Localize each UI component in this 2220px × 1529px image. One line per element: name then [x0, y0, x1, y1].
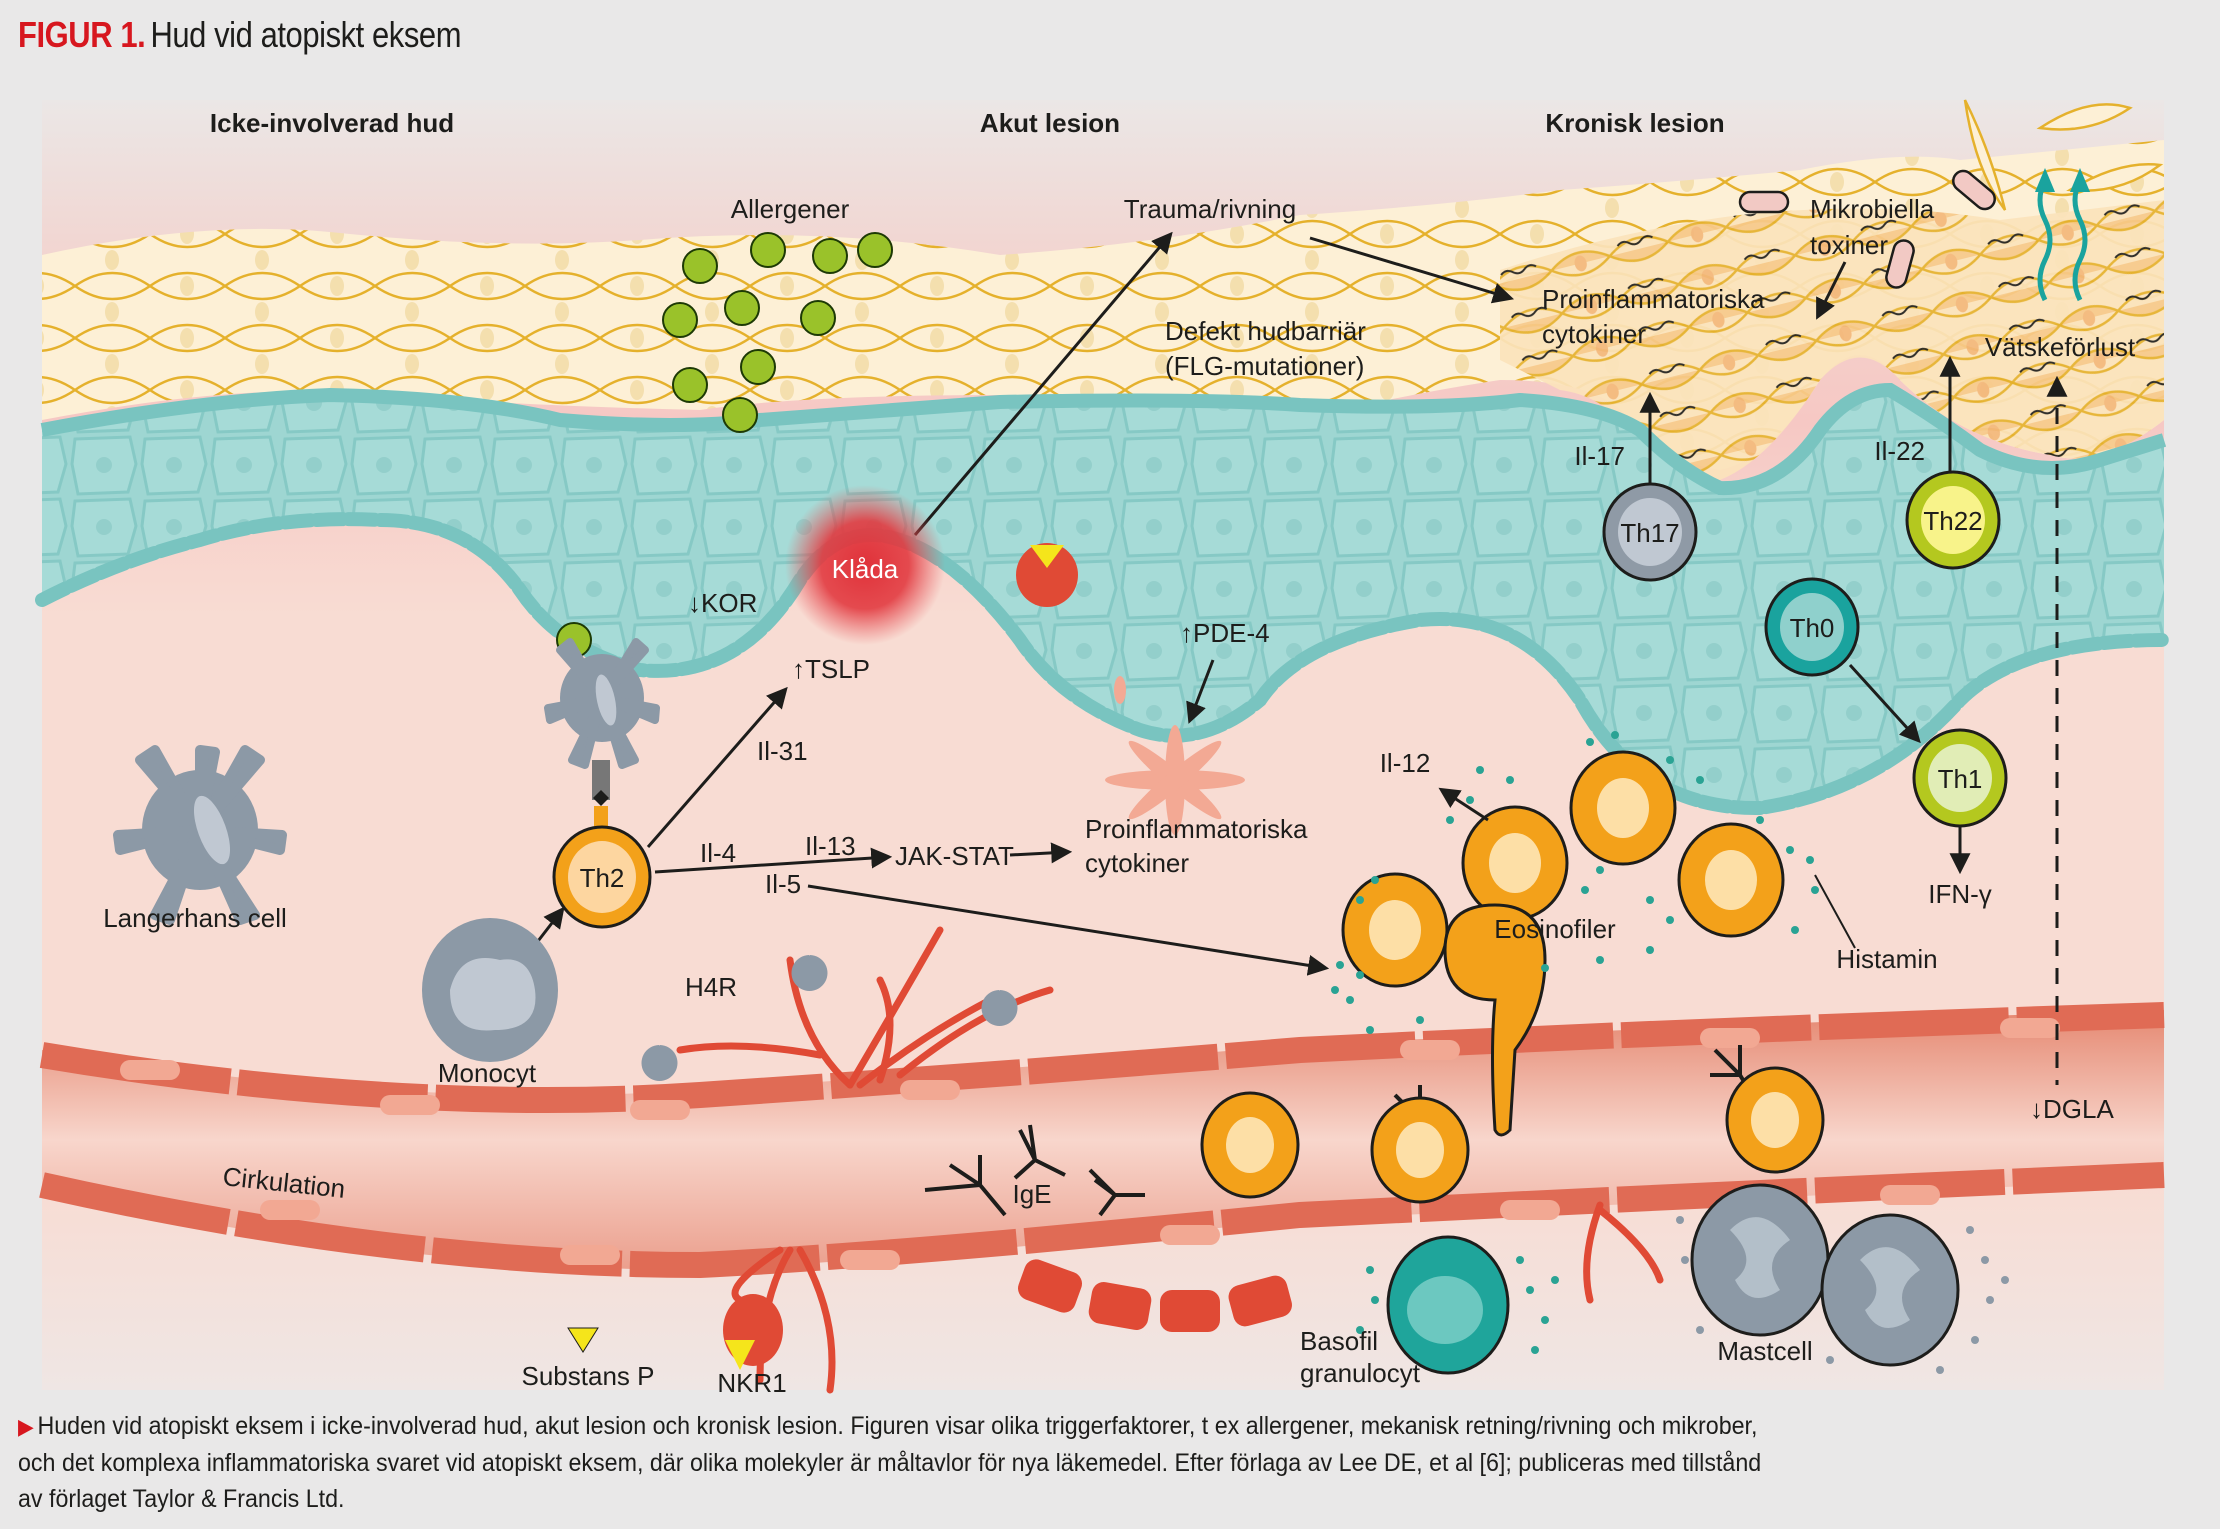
label-ifn-gamma: IFN-γ	[1928, 879, 1992, 909]
th1-cell: Th1	[1912, 728, 2008, 828]
arrow-itch-to-trauma	[913, 231, 1173, 536]
epidermis-top-border	[40, 382, 2167, 496]
label-monocyte: Monocyt	[438, 1058, 537, 1088]
h4r-receptors	[641, 955, 1018, 1081]
red-blood-cells	[1018, 1259, 1292, 1332]
label-microbial-2: toxiner	[1810, 230, 1888, 260]
arrow-monocyte-th2	[533, 906, 565, 946]
th0-cell: Th0	[1764, 577, 1860, 677]
nkr1-receptor-epidermis	[1016, 543, 1078, 607]
arrow-th2-tslp	[646, 686, 788, 848]
label-kor: ↓KOR	[688, 588, 757, 618]
chronic-thickened-corneum	[1500, 200, 2164, 480]
nkr1-receptor	[723, 1294, 783, 1370]
eosinophil-nuclei	[1226, 778, 1799, 1178]
label-dgla: ↓DGLA	[2030, 1094, 2114, 1124]
label-trauma: Trauma/rivning	[1124, 194, 1296, 224]
label-il4: Il-4	[700, 838, 736, 868]
section-uninvolved: Icke-involverad hud	[210, 108, 454, 138]
cytokine-splash	[1105, 676, 1245, 835]
label-proinfl-mid-2: cytokiner	[1085, 848, 1189, 878]
label-ige: IgE	[1012, 1179, 1051, 1209]
langerhans-cell	[113, 745, 287, 925]
label-allergens: Allergener	[731, 194, 850, 224]
arrow-th0-th1	[1848, 663, 1921, 744]
microbe-icons	[1738, 169, 1996, 289]
caption-line-2: och det komplexa inflammatoriska svaret …	[18, 1449, 1762, 1477]
label-substance-p: Substans P	[522, 1361, 655, 1391]
label-basophil-1: Basofil	[1300, 1326, 1378, 1356]
label-langerhans: Langerhans cell	[103, 903, 287, 933]
section-acute: Akut lesion	[980, 108, 1120, 138]
arrow-toxins	[1816, 261, 1847, 320]
itch-glow	[785, 485, 945, 645]
basophil-granules	[1356, 1256, 1559, 1354]
label-microbial-1: Mikrobiella	[1810, 194, 1935, 224]
caption-marker-icon: ▶	[18, 1414, 34, 1439]
label-il12: Il-12	[1380, 748, 1431, 778]
figure-caption: ▶Huden vid atopiskt eksem i icke-involve…	[18, 1408, 2055, 1517]
label-il13: Il-13	[805, 831, 856, 861]
vessel-nuclei	[120, 1018, 2060, 1270]
histamine-granules	[1331, 731, 1819, 1034]
th22-cell: Th22	[1905, 470, 2001, 570]
th2-cell: Th2	[552, 825, 652, 929]
label-proinfl-mid-1: Proinflammatoriska	[1085, 814, 1308, 844]
histamine-pointer	[1814, 874, 1856, 949]
arrow-eos-il12	[1438, 787, 1489, 822]
figure-label: FIGUR 1.	[18, 14, 146, 55]
fluid-loss-arrowheads	[2035, 168, 2090, 192]
fluid-loss-arrows	[2037, 178, 2088, 302]
mast-cell-granules	[1676, 1216, 2009, 1374]
label-proinfl-top-1: Proinflammatoriska	[1542, 284, 1765, 314]
figure-title: FIGUR 1.Hud vid atopiskt eksem	[18, 14, 461, 56]
th22-label: Th22	[1923, 506, 1982, 536]
label-basophil-2: granulocyt	[1300, 1358, 1421, 1388]
label-jak-stat: JAK-STAT	[895, 841, 1014, 871]
section-chronic: Kronisk lesion	[1545, 108, 1724, 138]
label-h4r: H4R	[685, 972, 737, 1002]
substance-p-icon	[567, 1327, 599, 1353]
th17-cell: Th17	[1602, 482, 1698, 582]
label-defect-barrier-2: (FLG-mutationer)	[1165, 351, 1364, 381]
caption-line-3: av förlaget Taylor & Francis Ltd.	[18, 1485, 345, 1513]
th2-label: Th2	[580, 863, 625, 893]
mast-cell-nuclei	[1730, 1217, 1920, 1328]
label-itch: Klåda	[832, 554, 899, 584]
arrow-jakstat-cytokines	[1009, 842, 1073, 864]
th1-label: Th1	[1938, 764, 1983, 794]
figure-name: Hud vid atopiskt eksem	[150, 14, 462, 55]
label-pde4: ↑PDE-4	[1180, 618, 1270, 648]
label-il22: Il-22	[1874, 436, 1925, 466]
label-il31: Il-31	[757, 736, 808, 766]
arrow-pde4	[1186, 659, 1215, 724]
label-il17: Il-17	[1574, 441, 1625, 471]
label-histamine: Histamin	[1836, 944, 1937, 974]
label-nkr1: NKR1	[717, 1368, 786, 1398]
monocyte	[422, 918, 558, 1062]
caption-text-1: Huden vid atopiskt eksem i icke-involver…	[37, 1412, 1758, 1440]
arrow-il5-eosinophils	[807, 884, 1330, 976]
desquamating-cells	[1963, 99, 2164, 211]
th17-label: Th17	[1620, 518, 1679, 548]
th0-label: Th0	[1790, 613, 1835, 643]
blood-vessel	[42, 1010, 2164, 1270]
label-tslp: ↑TSLP	[792, 654, 870, 684]
arrow-trauma-to-cytokines	[1309, 236, 1515, 304]
basement-membrane	[35, 512, 2171, 816]
label-proinfl-top-2: cytokiner	[1542, 319, 1646, 349]
basophil	[1386, 1235, 1510, 1375]
label-il5: Il-5	[765, 869, 801, 899]
label-mast-cell: Mastcell	[1717, 1336, 1812, 1366]
label-defect-barrier-1: Defekt hudbarriär	[1165, 316, 1366, 346]
caption-line-1: ▶Huden vid atopiskt eksem i icke-involve…	[18, 1408, 2055, 1445]
dendritic-cell	[544, 638, 660, 836]
label-eosinophils: Eosinofiler	[1494, 914, 1616, 944]
arrow-th2-jakstat	[654, 847, 893, 874]
label-fluid-loss: Vätskeförlust	[1985, 332, 2136, 362]
